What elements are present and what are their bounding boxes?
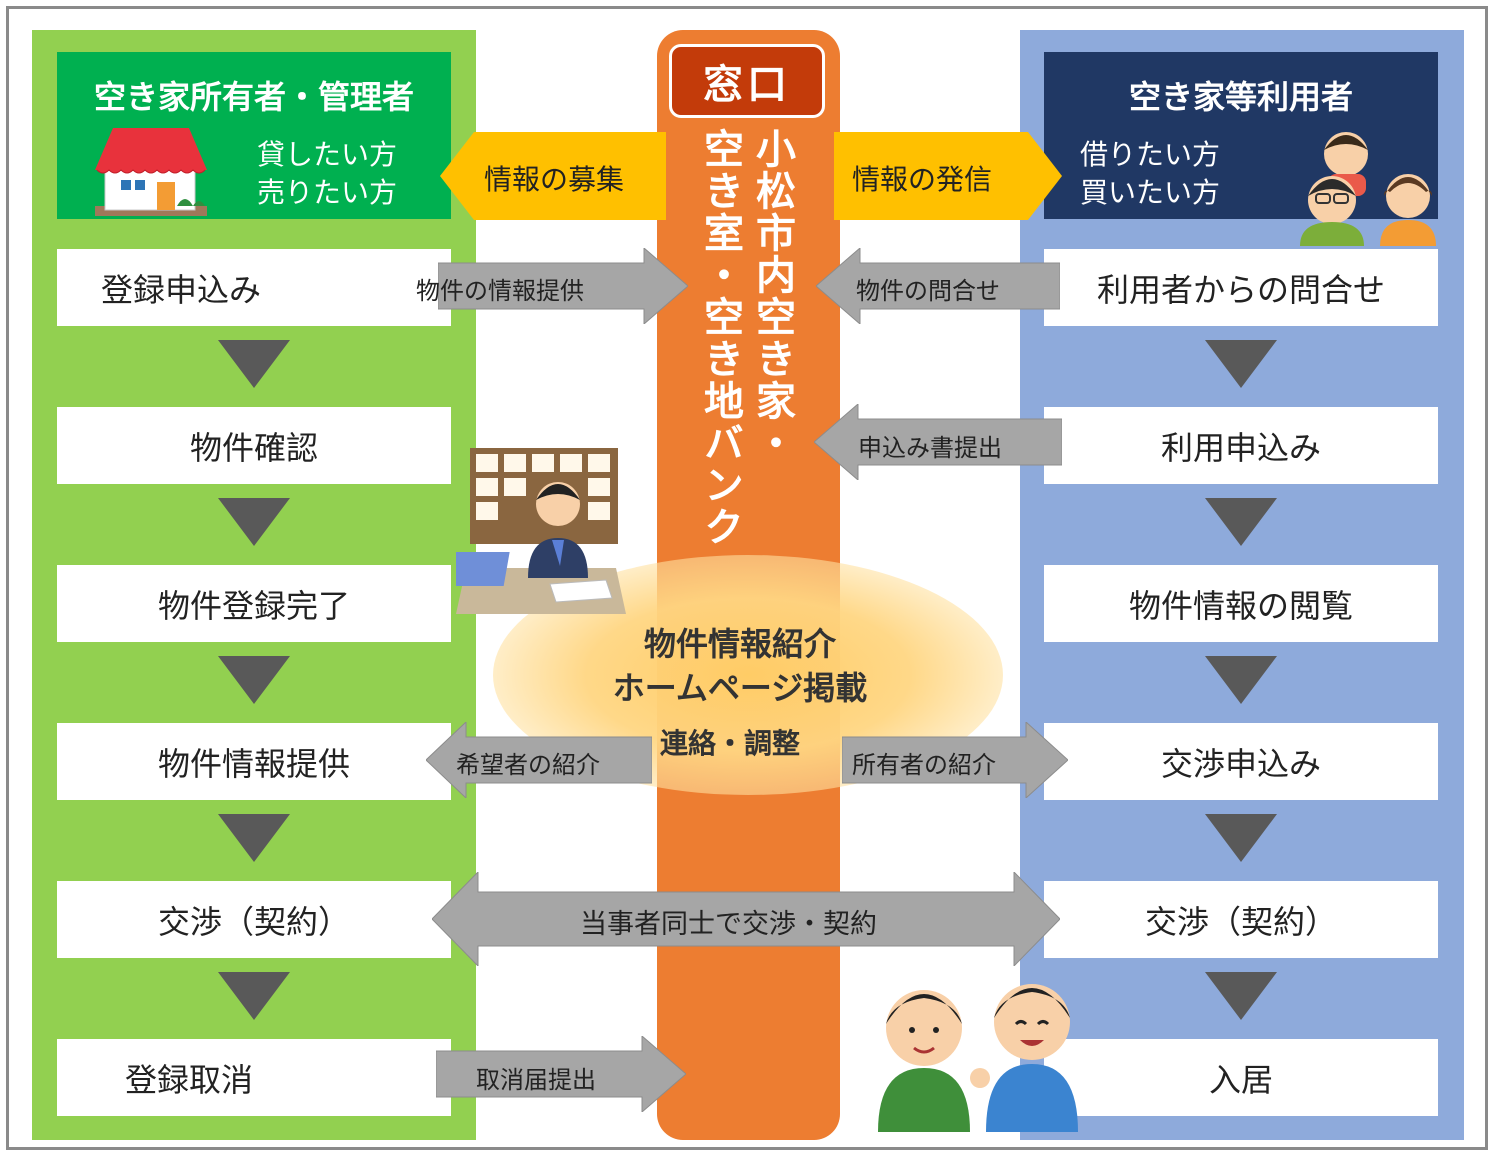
user-down-arrow-5	[1205, 972, 1277, 1020]
user-header-title: 空き家等利用者	[1128, 78, 1353, 116]
user-step-3: 物件情報の閲覧	[1044, 565, 1438, 642]
application-arrow-label: 申込み書提出	[858, 434, 1002, 462]
introduce-applicant-arrow-label: 希望者の紹介	[456, 751, 600, 779]
cancel-arrow-label: 取消届提出	[476, 1066, 596, 1094]
user-step-6: 入居	[1044, 1039, 1438, 1116]
owner-header: 空き家所有者・管理者 貸したい方 売りたい方	[57, 52, 451, 219]
homepage-title-line2: ホームページ掲載	[612, 669, 868, 707]
user-step-2: 利用申込み	[1044, 407, 1438, 484]
window-label: 窓口	[669, 44, 825, 118]
introduce-applicant-arrow	[426, 722, 652, 798]
provide-info-arrow-label: 物件の情報提供	[416, 277, 584, 305]
owner-down-arrow-4	[218, 814, 290, 862]
homepage-title: 物件情報紹介 ホームページ掲載	[540, 622, 940, 710]
user-header: 空き家等利用者 借りたい方 買いたい方	[1044, 52, 1438, 246]
owner-header-sub1: 貸したい方	[257, 138, 398, 171]
bank-name-line1: 小松市内空き家・	[749, 128, 795, 464]
user-down-arrow-1	[1205, 340, 1277, 388]
owner-step-1: 登録申込み	[57, 249, 451, 326]
user-header-sub1: 借りたい方	[1080, 138, 1221, 171]
user-header-sub2: 買いたい方	[1080, 176, 1221, 209]
owner-step-6: 登録取消	[57, 1039, 451, 1116]
provide-info-arrow	[438, 248, 688, 324]
owner-header-sub2: 売りたい方	[257, 176, 398, 209]
user-down-arrow-4	[1205, 814, 1277, 862]
negotiate-double-arrow	[432, 872, 1060, 966]
two-men-talking-illustration	[878, 984, 1078, 1132]
cancel-arrow	[436, 1036, 686, 1112]
owner-step-4: 物件情報提供	[57, 723, 451, 800]
inquiry-arrow-label: 物件の問合せ	[856, 277, 1000, 305]
owner-step-3: 物件登録完了	[57, 565, 451, 642]
inquiry-arrow	[816, 248, 1060, 324]
homepage-title-line1: 物件情報紹介	[643, 625, 836, 663]
user-step-1: 利用者からの問合せ	[1044, 249, 1438, 326]
publish-arrow-label: 情報の発信	[852, 163, 993, 196]
owner-down-arrow-2	[218, 498, 290, 546]
negotiate-arrow-label: 当事者同士で交渉・契約	[580, 909, 877, 940]
user-step-4: 交渉申込み	[1044, 723, 1438, 800]
recruit-arrow	[440, 132, 666, 220]
user-down-arrow-2	[1205, 498, 1277, 546]
introduce-owner-arrow-label: 所有者の紹介	[852, 751, 996, 779]
house-illustration	[95, 128, 207, 216]
coordination-label: 連絡・調整	[659, 727, 800, 760]
recruit-arrow-label: 情報の募集	[484, 163, 625, 196]
introduce-owner-arrow	[842, 722, 1068, 798]
owner-down-arrow-3	[218, 656, 290, 704]
publish-arrow	[834, 132, 1062, 220]
staff-at-desk-illustration	[456, 448, 626, 614]
owner-step-2: 物件確認	[57, 407, 451, 484]
owner-header-title: 空き家所有者・管理者	[93, 78, 414, 116]
bank-name-line2: 空き室・空き地バンク	[697, 128, 743, 548]
owner-down-arrow-1	[218, 340, 290, 388]
owner-step-5: 交渉（契約）	[57, 881, 451, 958]
outer-frame	[6, 6, 1488, 1150]
user-down-arrow-3	[1205, 656, 1277, 704]
application-arrow	[814, 404, 1062, 480]
owner-down-arrow-5	[218, 972, 290, 1020]
user-step-5: 交渉（契約）	[1044, 881, 1438, 958]
family-illustration	[1300, 132, 1436, 246]
